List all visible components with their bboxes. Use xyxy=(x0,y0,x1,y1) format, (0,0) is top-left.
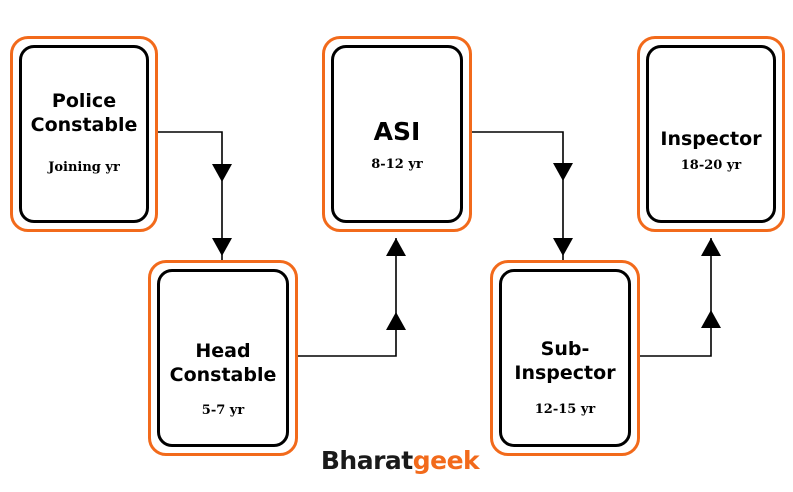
node-sub-inspector: Sub- Inspector 12-15 yr xyxy=(490,260,640,456)
bharatgeek-logo: Bharatgeek xyxy=(300,446,500,475)
node-title: Police Constable xyxy=(30,90,138,136)
arrowhead xyxy=(386,238,406,256)
logo-text-primary: Bharat xyxy=(320,446,413,475)
node-title: Head Constable xyxy=(169,340,277,386)
node-inner: Inspector 18-20 yr xyxy=(646,45,776,223)
node-duration: 12-15 yr xyxy=(534,402,596,417)
node-title: ASI xyxy=(373,117,421,146)
arrowhead xyxy=(701,310,721,328)
node-duration: 5-7 yr xyxy=(201,403,245,418)
node-inner: Sub- Inspector 12-15 yr xyxy=(499,269,631,447)
connector-sub-to-inspector xyxy=(638,238,712,360)
node-title: Inspector xyxy=(660,128,762,150)
connector-head-to-asi xyxy=(296,238,397,360)
arrowhead xyxy=(553,238,573,256)
arrowhead xyxy=(553,163,573,181)
node-inner: Police Constable Joining yr xyxy=(19,45,149,223)
node-duration: Joining yr xyxy=(48,160,120,175)
arrowhead xyxy=(386,312,406,330)
connector-asi-to-sub xyxy=(469,128,564,262)
arrowhead xyxy=(212,164,232,182)
node-police-constable: Police Constable Joining yr xyxy=(10,36,158,232)
node-title: Sub- Inspector xyxy=(514,338,616,384)
node-inner: ASI 8-12 yr xyxy=(331,45,463,223)
node-inspector: Inspector 18-20 yr xyxy=(637,36,785,232)
arrowhead xyxy=(212,238,232,256)
node-inner: Head Constable 5-7 yr xyxy=(157,269,289,447)
connector-police-to-head xyxy=(155,128,223,262)
logo-text-accent: geek xyxy=(412,446,480,475)
node-duration: 18-20 yr xyxy=(680,158,742,173)
arrowhead xyxy=(701,238,721,256)
node-asi: ASI 8-12 yr xyxy=(322,36,472,232)
node-duration: 8-12 yr xyxy=(371,157,423,172)
node-head-constable: Head Constable 5-7 yr xyxy=(148,260,298,456)
